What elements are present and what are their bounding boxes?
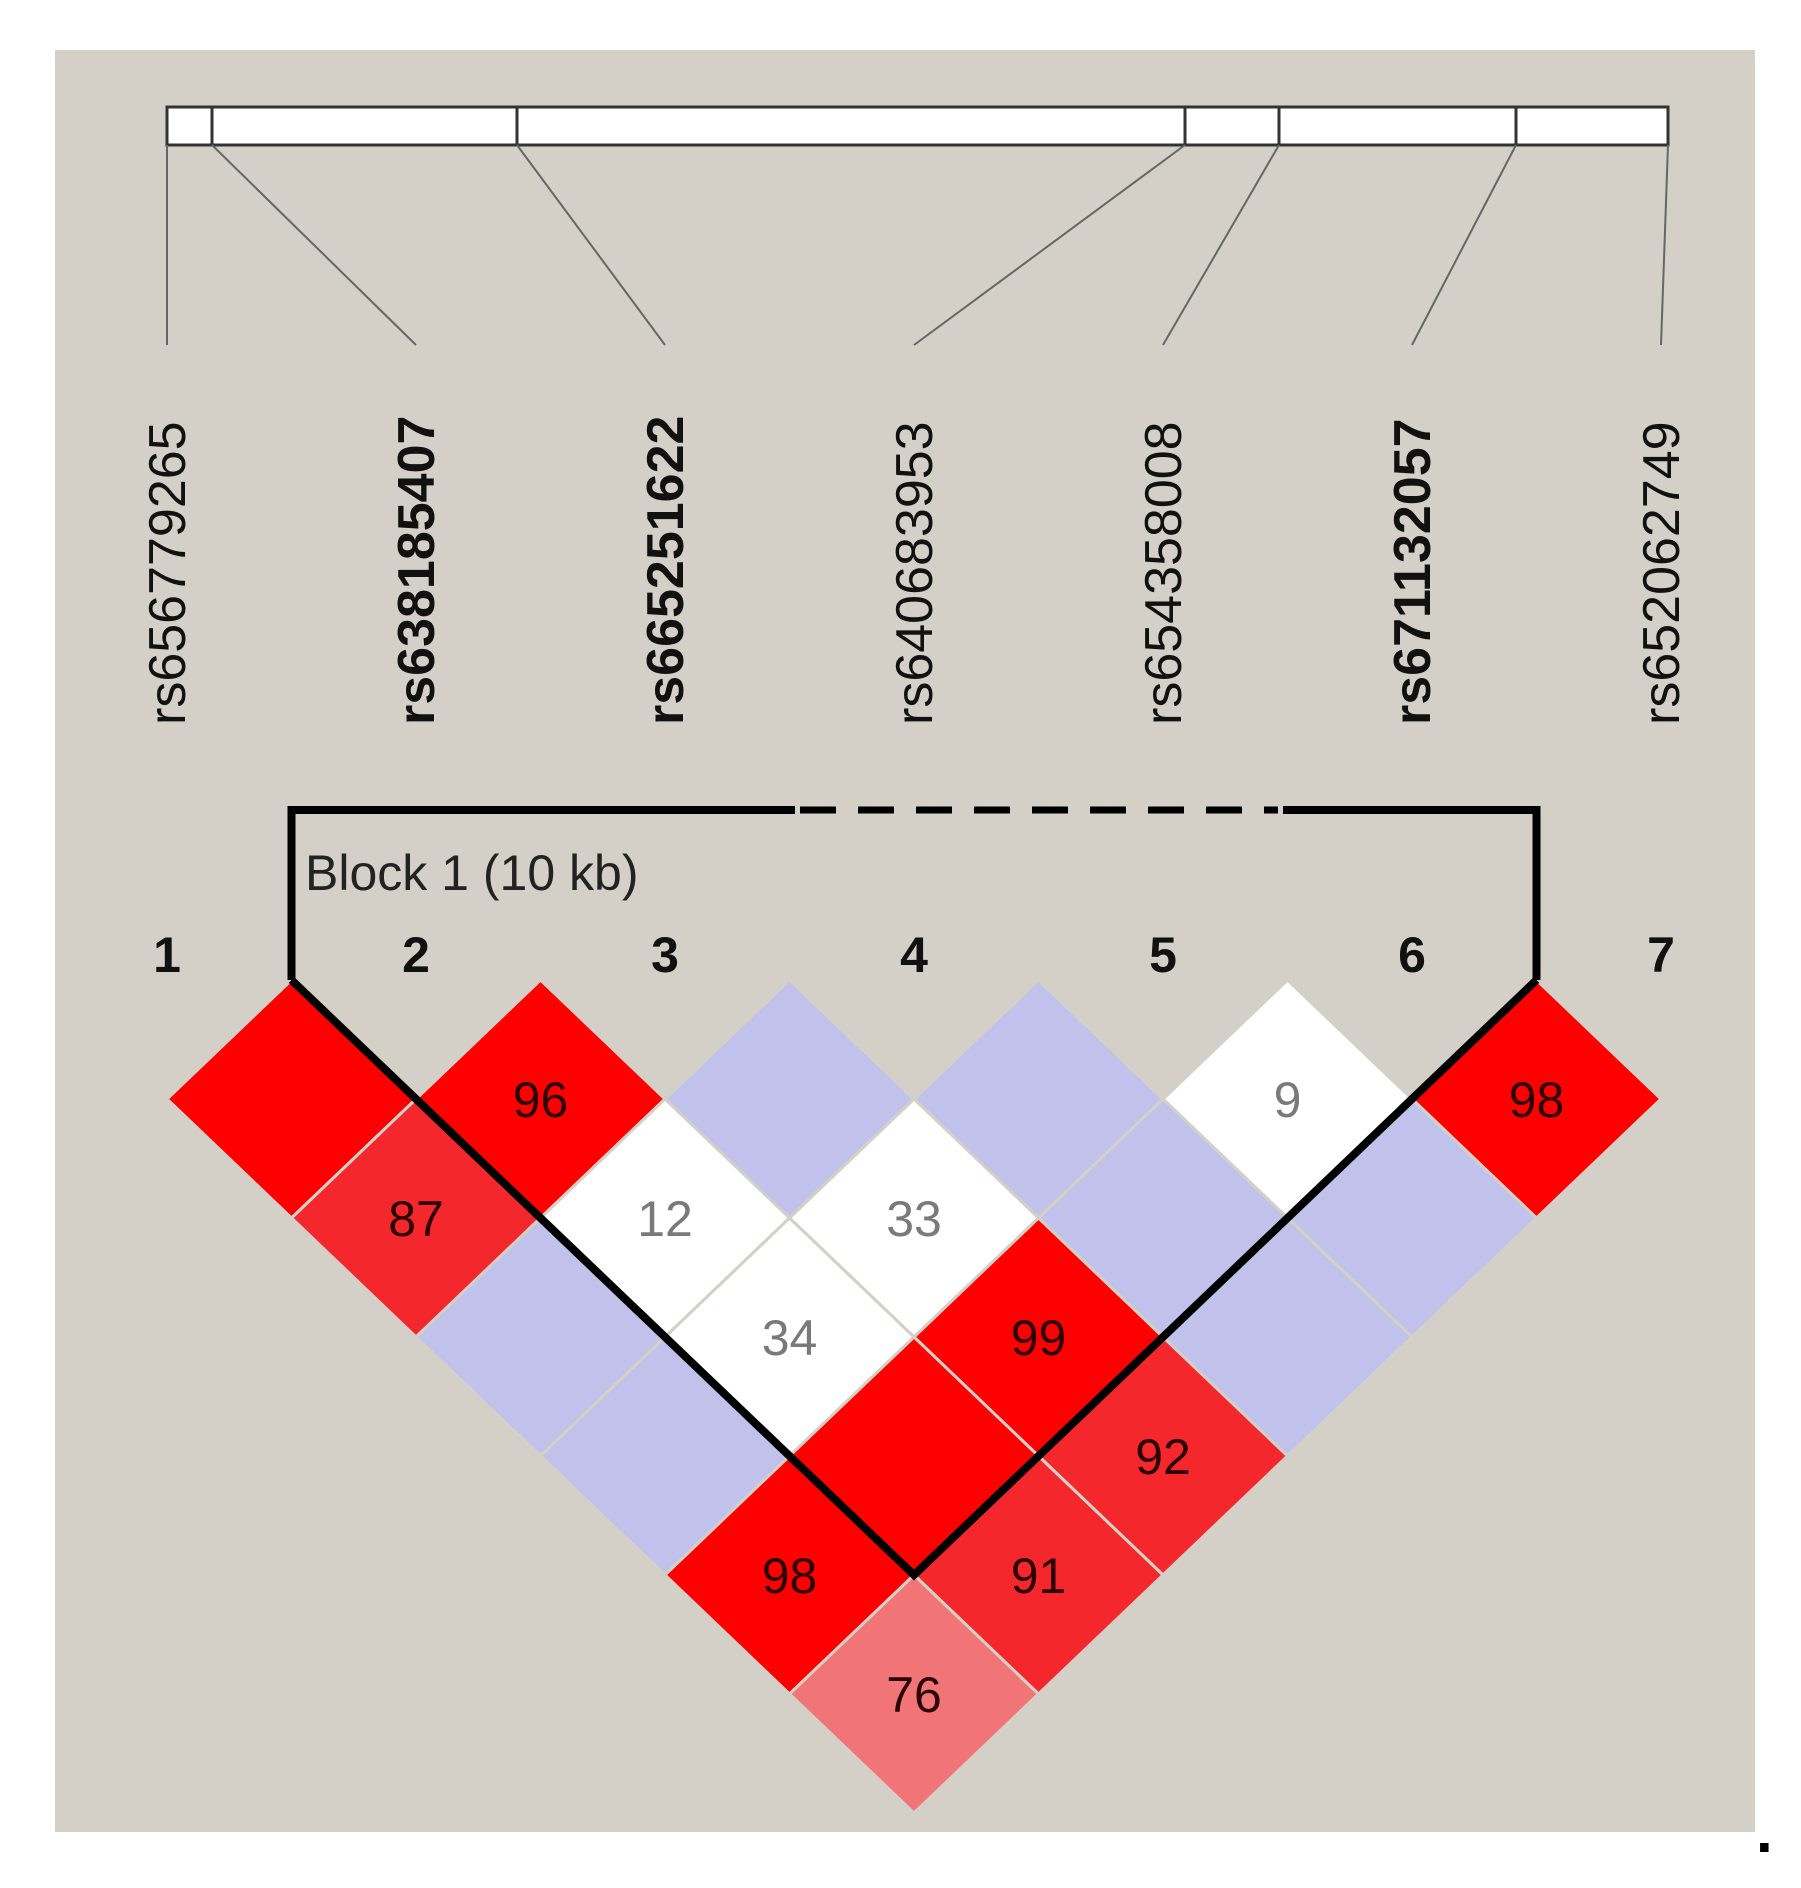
marker-labels: rs656779265 rs638185407 rs665251622 rs64068… xyxy=(139,416,1691,725)
ld-cell-value: 87 xyxy=(388,1191,444,1247)
ld-cell xyxy=(787,1572,1041,1816)
position-bar xyxy=(165,105,1670,147)
marker-index-label: 6 xyxy=(1398,927,1426,983)
ld-cell-value: 9 xyxy=(1274,1072,1302,1128)
marker-connector-line xyxy=(1411,144,1517,346)
ld-cell-value: 33 xyxy=(886,1191,942,1247)
block-triangle xyxy=(288,977,1540,1581)
marker-connector-line xyxy=(1162,144,1280,346)
trailing-period: . xyxy=(1756,1798,1773,1865)
ld-cell-value: 92 xyxy=(1135,1429,1191,1485)
ld-cell-value: 91 xyxy=(1011,1548,1067,1604)
marker-position-bar xyxy=(165,105,1670,346)
ld-cell-value: 12 xyxy=(637,1191,693,1247)
ld-cell-value: 34 xyxy=(762,1310,818,1366)
marker-connector-line xyxy=(516,144,666,346)
marker-name-label: rs654358008 xyxy=(1135,421,1193,725)
ld-cell-value: 98 xyxy=(1509,1072,1565,1128)
ld-cell-value: 99 xyxy=(1011,1310,1067,1366)
marker-name-label: rs665251622 xyxy=(637,416,695,725)
marker-connector-line xyxy=(913,144,1186,346)
marker-connector-line xyxy=(211,144,417,346)
marker-index-label: 3 xyxy=(651,927,679,983)
block-bracket-left xyxy=(287,806,795,980)
block-bracket-right xyxy=(1283,806,1541,980)
marker-connector-line xyxy=(1660,144,1669,346)
marker-name-label: rs656779265 xyxy=(139,421,197,725)
marker-index-label: 4 xyxy=(900,927,928,983)
haplotype-block-outline xyxy=(287,806,1541,1581)
marker-name-label: rs638185407 xyxy=(388,416,446,725)
block-label: Block 1 (10 kb) xyxy=(305,845,638,901)
marker-index-label: 7 xyxy=(1647,927,1675,983)
ld-cell-value: 98 xyxy=(762,1548,818,1604)
marker-index-labels: 1 2 3 4 5 6 7 xyxy=(153,927,1675,983)
ld-cell-value: 96 xyxy=(513,1072,569,1128)
marker-index-label: 5 xyxy=(1149,927,1177,983)
ld-cell-value: 76 xyxy=(886,1667,942,1723)
marker-name-label: rs671132057 xyxy=(1384,418,1442,725)
marker-index-label: 1 xyxy=(153,927,181,983)
marker-name-label: rs640683953 xyxy=(886,421,944,725)
marker-name-label: rs652062749 xyxy=(1633,421,1691,725)
marker-index-label: 2 xyxy=(402,927,430,983)
